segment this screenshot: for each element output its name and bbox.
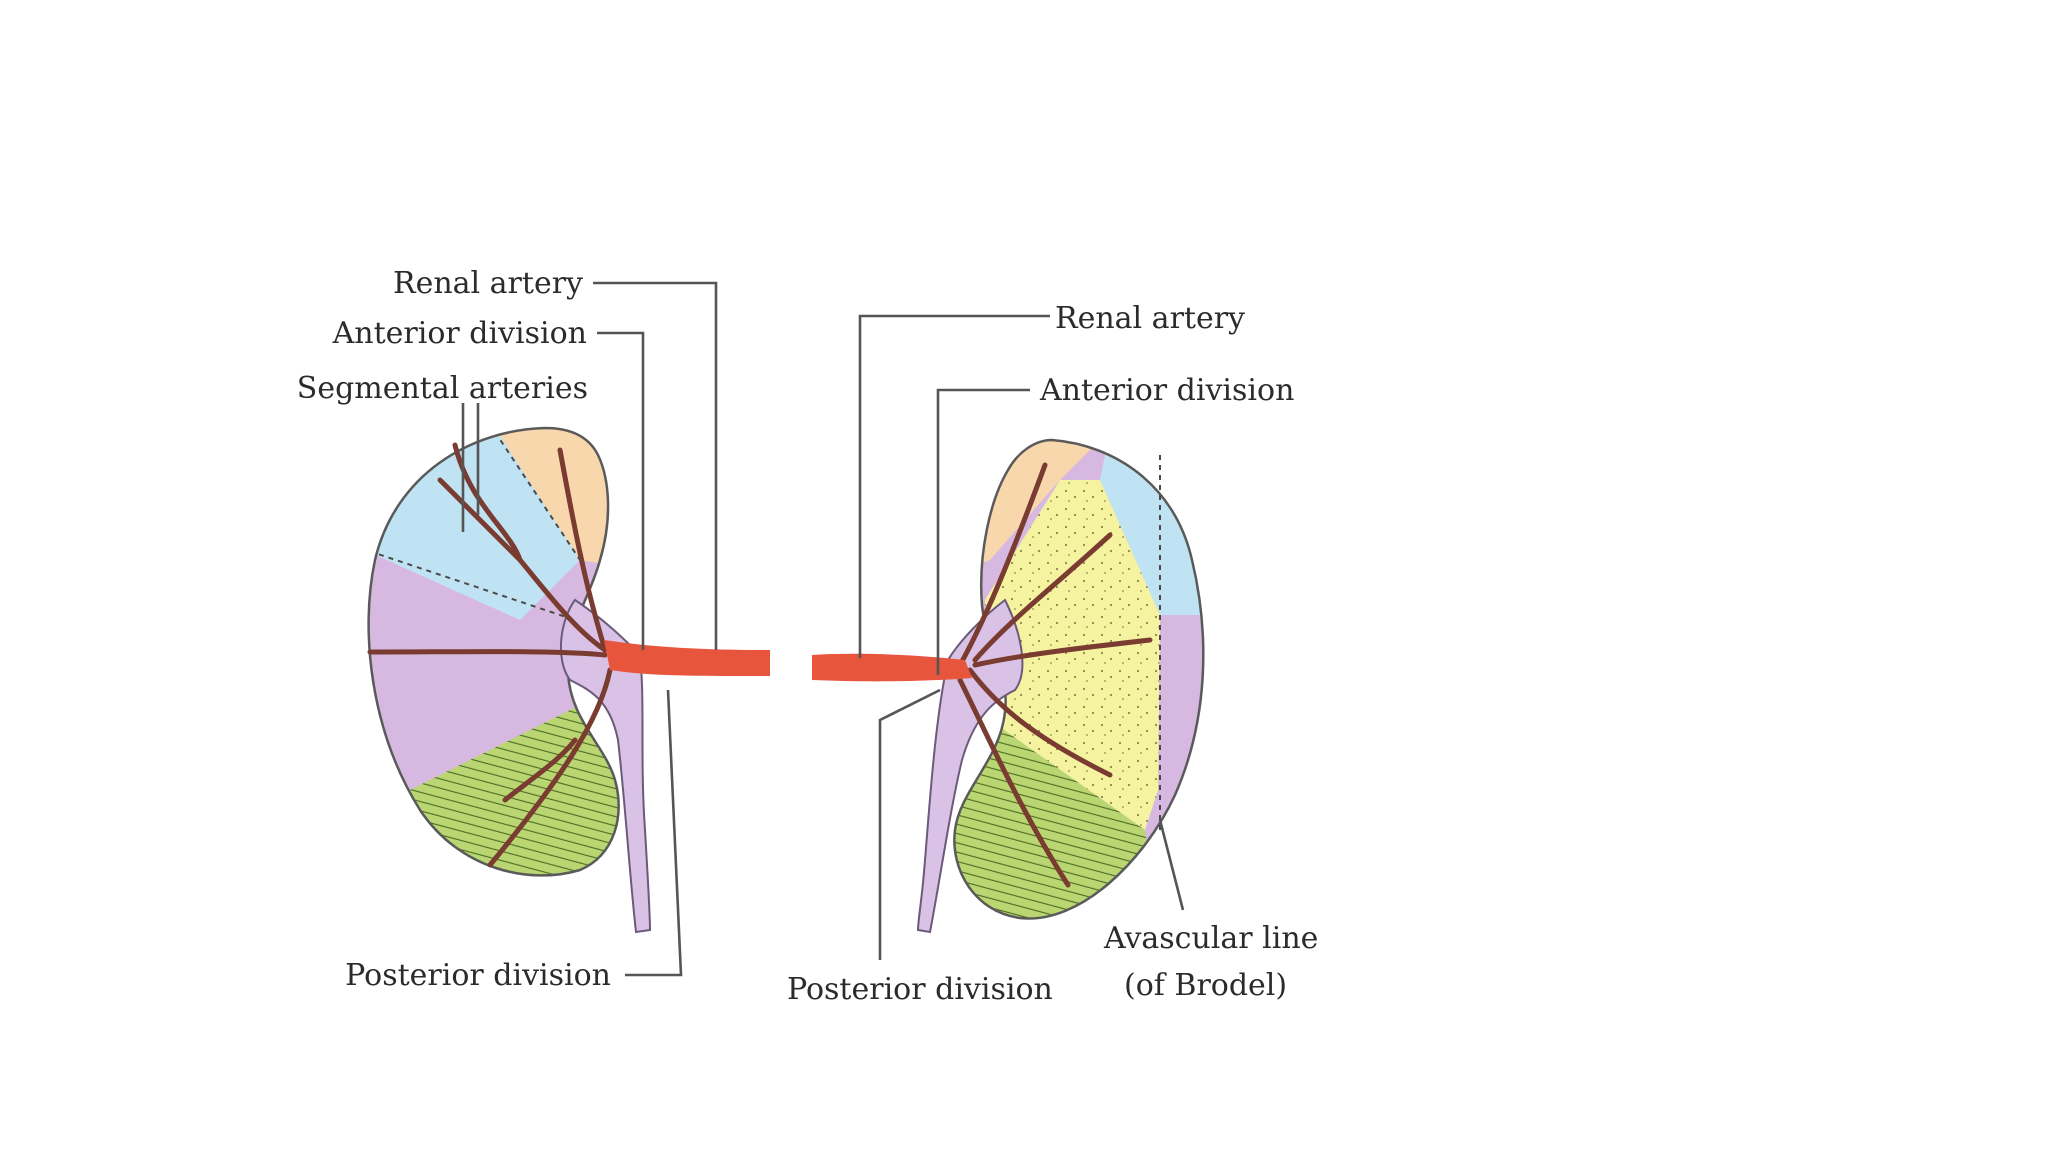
- leader-right-avascular-line: [1158, 819, 1185, 911]
- label-right-avascular-line: Avascular line: [1103, 921, 1318, 956]
- left-kidney-outline: [367, 426, 620, 877]
- right-segmental-branches: [957, 462, 1153, 888]
- label-left-anterior-division: Anterior division: [332, 316, 587, 351]
- left-kidney: [367, 426, 770, 934]
- right-kidney-outline: [953, 438, 1205, 920]
- label-right-renal-artery: Renal artery: [1055, 301, 1245, 336]
- left-renal-artery: [604, 640, 770, 676]
- right-branch-middle: [972, 637, 1153, 668]
- left-boundary-dashed-2: [368, 547, 576, 621]
- leader-right-renal-artery: [858, 314, 1050, 658]
- leader-lines: [461, 281, 1185, 977]
- leader-left-posterior-division: [625, 689, 683, 977]
- leader-right-posterior-division: [878, 688, 941, 960]
- left-branch-apical: [557, 447, 608, 653]
- leader-right-anterior-division: [936, 388, 1030, 675]
- right-branch-lower-2: [957, 677, 1071, 888]
- right-branch-apical: [957, 462, 1048, 668]
- right-posterior-segment: [985, 480, 1160, 830]
- label-left-posterior-division: Posterior division: [345, 958, 611, 993]
- leader-left-anterior-division: [597, 331, 645, 650]
- leader-left-renal-artery: [593, 281, 718, 650]
- label-left-renal-artery: Renal artery: [393, 266, 583, 301]
- label-right-avascular-line-sub: (of Brodel): [1124, 968, 1287, 1003]
- left-branch-middle: [367, 649, 608, 658]
- label-right-posterior-division: Posterior division: [787, 972, 1053, 1007]
- right-renal-artery: [812, 653, 972, 682]
- left-branch-upper-2: [452, 442, 523, 563]
- right-lower-segment: [954, 720, 1160, 919]
- right-branch-lower-1: [967, 667, 1113, 778]
- left-branch-lower: [487, 667, 613, 868]
- left-segmental-branches: [367, 442, 613, 868]
- left-branch-lower-2: [502, 737, 578, 803]
- label-right-anterior-division: Anterior division: [1039, 373, 1294, 408]
- right-branch-upper: [972, 532, 1113, 663]
- right-kidney: [812, 438, 1205, 934]
- label-left-segmental-arteries: Segmental arteries: [297, 371, 588, 406]
